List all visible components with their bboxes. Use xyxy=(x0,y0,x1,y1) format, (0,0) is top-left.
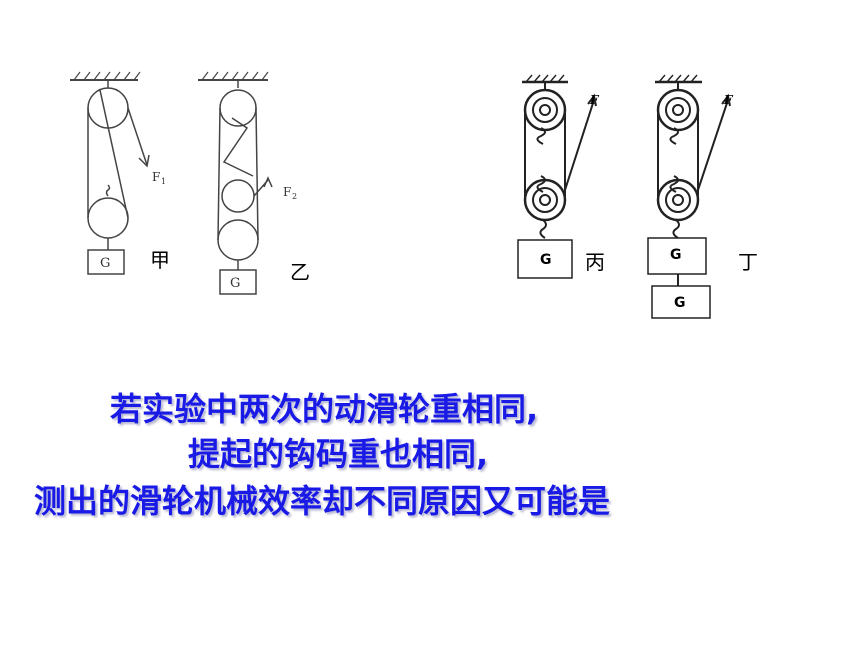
question-line-2: 提起的钩码重也相同, xyxy=(188,435,489,473)
label-bing: 丙 xyxy=(585,250,605,274)
force-label-f2-sub: 2 xyxy=(292,192,297,201)
force-label-f-bing: F xyxy=(589,93,600,107)
weight-box xyxy=(87,249,125,275)
weight-g-ding-lower: G xyxy=(674,295,686,311)
weight-g-yi: G xyxy=(230,276,240,291)
pulley-diagrams: G F 1 G F 2 xyxy=(70,71,734,319)
fixed-pulley xyxy=(87,87,129,129)
question-line-1: 若实验中两次的动滑轮重相同, xyxy=(110,390,539,428)
label-ding: 丁 xyxy=(738,250,758,274)
diagram-ding xyxy=(647,74,731,319)
force-label-f1: F xyxy=(152,170,160,184)
label-yi: 乙 xyxy=(290,260,310,284)
weight-g-jia: G xyxy=(100,256,110,271)
diagram-yi xyxy=(198,71,273,295)
question-line-3: 测出的滑轮机械效率却不同原因又可能是 xyxy=(34,482,611,520)
movable-pulley xyxy=(87,197,129,239)
force-label-f2: F xyxy=(283,185,291,199)
weight-g-ding-upper: G xyxy=(670,247,682,263)
label-jia: 甲 xyxy=(150,248,170,272)
weight-g-bing: G xyxy=(540,252,552,268)
diagram-bing xyxy=(517,74,597,279)
force-label-f1-sub: 1 xyxy=(161,177,166,186)
force-label-f-ding: F xyxy=(723,93,734,107)
diagram-jia xyxy=(70,71,150,275)
